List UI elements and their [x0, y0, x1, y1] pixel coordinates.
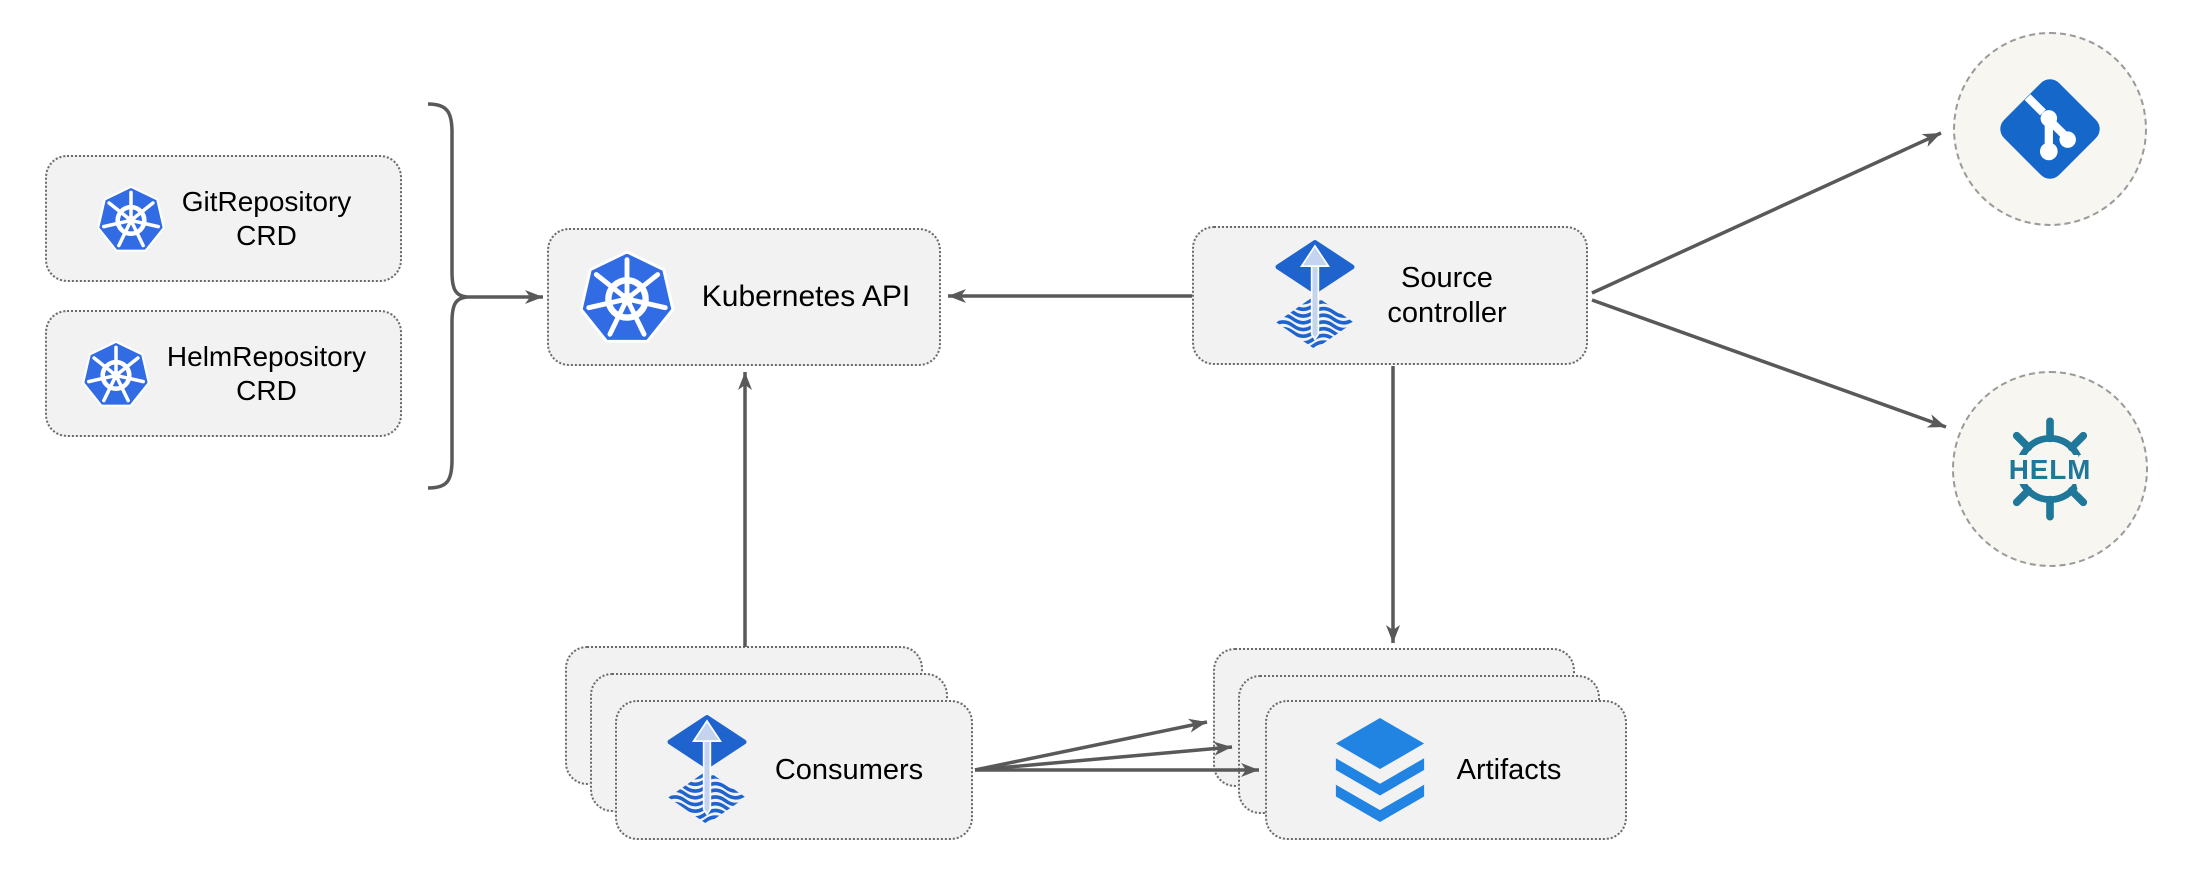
node-label: HelmRepository CRD [167, 340, 366, 406]
node-git-remote [1953, 32, 2147, 226]
node-helmrepository-crd: HelmRepository CRD [45, 310, 402, 437]
kubernetes-icon [578, 248, 676, 346]
flux-source-icon [665, 715, 749, 826]
edge-consumers-to-artifacts-back [974, 718, 1208, 772]
node-source-controller: Source controller [1192, 226, 1588, 365]
node-consumers: Consumers [615, 700, 973, 840]
node-artifacts: Artifacts [1265, 700, 1627, 840]
node-label: Consumers [774, 753, 924, 786]
layers-icon [1331, 715, 1429, 825]
label-line: CRD [236, 374, 297, 406]
kubernetes-icon [81, 339, 151, 409]
git-icon [1991, 70, 2109, 188]
helm-logo-text: HELM [2009, 454, 2092, 485]
label-line: HelmRepository [166, 341, 367, 373]
node-helm-remote: HELM [1952, 371, 2148, 567]
label-line: Source [1401, 262, 1493, 295]
label-line: GitRepository [181, 186, 352, 218]
node-label: Source controller [1387, 261, 1506, 329]
node-label: GitRepository CRD [182, 185, 352, 251]
helm-icon: HELM [2004, 417, 2095, 521]
edge-consumers-to-artifacts-middle [974, 741, 1233, 772]
edge-source-to-git [1591, 131, 1942, 295]
node-label: Artifacts [1456, 753, 1562, 786]
label-line: controller [1387, 296, 1507, 329]
kubernetes-icon [96, 184, 166, 254]
flux-source-icon [1273, 240, 1357, 351]
node-kubernetes-api: Kubernetes API [547, 228, 941, 366]
node-gitrepository-crd: GitRepository CRD [45, 155, 402, 282]
label-line: CRD [236, 219, 297, 251]
helm-wheel-spokes [2012, 417, 2088, 521]
node-label: Kubernetes API [701, 280, 911, 314]
crd-bracket [427, 102, 468, 490]
edge-source-to-helm [1591, 298, 1947, 429]
